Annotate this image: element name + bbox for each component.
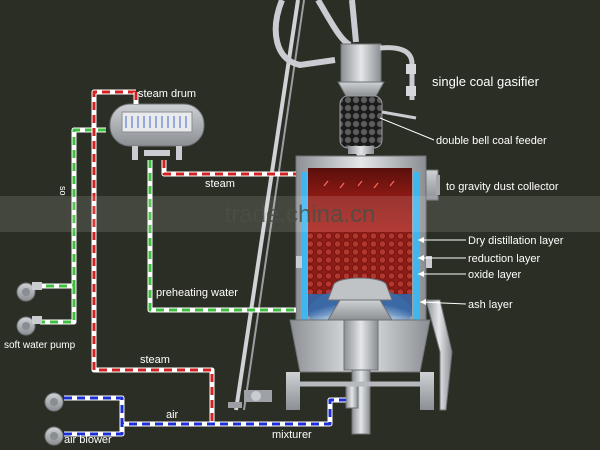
preheating-water-label: preheating water: [156, 287, 238, 299]
leader-lines: [379, 117, 467, 305]
oxide-layer-label: oxide layer: [468, 269, 522, 281]
watermark-text: trade.china.cn: [225, 201, 376, 228]
mixturer-label: mixturer: [272, 429, 312, 441]
gravity-dust-collector-label: to gravity dust collector: [446, 181, 559, 193]
dry-distillation-layer-label: Dry distillation layer: [468, 235, 564, 247]
watermark-band: [0, 196, 600, 232]
air-blower-1: [44, 392, 64, 412]
dry-distillation-zone: [308, 168, 412, 232]
water-jacket-left: [301, 172, 307, 322]
soft-water-pump-2: [16, 316, 42, 336]
coal-hopper: [337, 43, 416, 100]
air-pipes: [64, 395, 346, 437]
water-pipes: [40, 127, 296, 325]
leader-arrows: [418, 237, 426, 305]
steam-drum-label: steam drum: [138, 88, 196, 100]
reduction-layer-label: reduction layer: [468, 253, 540, 265]
air-blower-2: [44, 426, 64, 446]
ash-layer-label: ash layer: [468, 299, 513, 311]
pipe-side-letters: so: [58, 186, 68, 196]
steam-bottom-label: steam: [140, 354, 170, 366]
air-blower-label: air blower: [64, 434, 112, 446]
steam-drum: [109, 103, 205, 160]
steam-top-label: steam: [205, 178, 235, 190]
air-label: air: [166, 409, 179, 421]
double-bell-coal-feeder-label: double bell coal feeder: [436, 135, 547, 147]
water-jacket-right: [414, 172, 420, 322]
diagram-title: single coal gasifier: [432, 74, 540, 89]
soft-water-pump-label: soft water pump: [4, 340, 76, 351]
soft-water-pump-1: [16, 282, 42, 302]
support-columns: [228, 0, 359, 411]
steam-pipes: [91, 89, 296, 424]
ash-pan: [244, 277, 453, 435]
